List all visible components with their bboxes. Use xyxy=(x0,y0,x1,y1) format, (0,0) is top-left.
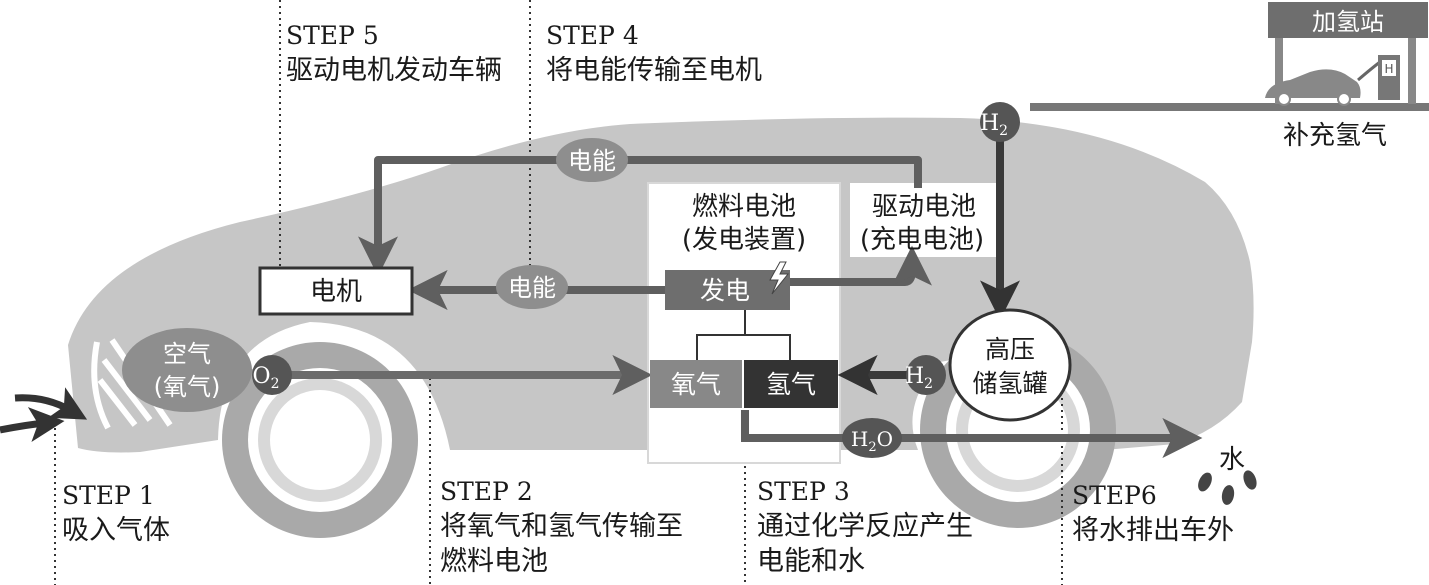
step4-number: STEP 4 xyxy=(546,21,639,50)
step3-label: STEP 3 通过化学反应产生 电能和水 xyxy=(757,476,973,579)
step3-number: STEP 3 xyxy=(757,477,850,506)
step1-number: STEP 1 xyxy=(62,481,155,510)
water-drops-icon xyxy=(1198,470,1257,505)
h2-circle-tank-label: H2 xyxy=(905,364,933,392)
step4-label: STEP 4 将电能传输至电机 xyxy=(546,20,762,88)
h2-circle-refill-label: H2 xyxy=(980,111,1008,139)
oxygen-label: 氧气 xyxy=(671,370,721,399)
step3-desc-line1: 通过化学反应产生 xyxy=(757,510,973,542)
generate-label: 发电 xyxy=(700,276,750,305)
step6-number: STEP6 xyxy=(1072,481,1157,510)
hydrogen-tank xyxy=(948,308,1072,422)
battery-title: 驱动电池 xyxy=(872,192,976,222)
step2-desc-line2: 燃料电池 xyxy=(440,545,548,577)
pipe-water-out xyxy=(741,410,1203,458)
battery-panel xyxy=(850,183,1000,257)
o2-circle xyxy=(252,355,292,395)
lightning-icon xyxy=(769,261,790,295)
h2-circle-tank xyxy=(906,355,946,395)
water-label: 水 xyxy=(1219,445,1245,475)
energy-oval-mid-label: 电能 xyxy=(508,274,556,302)
step2-label: STEP 2 将氧气和氢气传输至 燃料电池 xyxy=(440,476,683,579)
energy-oval-mid xyxy=(496,265,568,309)
energy-oval-top-label: 电能 xyxy=(568,147,616,175)
air-label-line2: (氧气) xyxy=(154,373,221,401)
energy-oval-top xyxy=(556,138,628,182)
tank-label-line1: 高压 xyxy=(985,335,1035,364)
pipe-to-battery xyxy=(790,245,932,286)
fuel-cell-subtitle: (发电装置) xyxy=(682,225,806,255)
step3-desc-line2: 电能和水 xyxy=(757,545,865,577)
fuel-cell-title: 燃料电池 xyxy=(692,192,796,222)
step5-number: STEP 5 xyxy=(286,21,379,50)
step5-label: STEP 5 驱动电机发动车辆 xyxy=(286,20,502,88)
motor-label: 电机 xyxy=(310,277,362,307)
air-intake-arrow-1 xyxy=(0,407,65,442)
tank-label-line2: 储氢罐 xyxy=(972,369,1047,398)
battery-subtitle: (充电电池) xyxy=(860,225,984,255)
air-intake-arrow-2 xyxy=(14,387,88,420)
h2o-oval-label: H2O xyxy=(851,427,893,455)
step6-desc: 将水排出车外 xyxy=(1072,514,1234,546)
step2-desc-line1: 将氧气和氢气传输至 xyxy=(440,510,683,542)
step-pointer-lines xyxy=(54,0,1063,585)
step2-number: STEP 2 xyxy=(440,477,533,506)
air-label-line1: 空气 xyxy=(163,340,211,368)
hydrogen-station-icon: H xyxy=(1030,2,1429,111)
hydrogen-box xyxy=(744,360,838,408)
pipe-energy-top xyxy=(358,156,922,277)
step5-desc: 驱动电机发动车辆 xyxy=(286,54,502,86)
air-oval xyxy=(122,328,252,412)
svg-text:H: H xyxy=(1384,62,1393,76)
step1-desc: 吸入气体 xyxy=(62,514,170,546)
station-caption: 补充氢气 xyxy=(1283,121,1387,151)
hydrogen-label: 氢气 xyxy=(766,370,816,399)
motor-box xyxy=(258,266,414,316)
generate-box xyxy=(665,270,790,310)
o2-circle-label: O2 xyxy=(253,364,280,392)
step1-label: STEP 1 吸入气体 xyxy=(62,480,170,548)
front-wheel xyxy=(222,342,418,538)
step6-label: STEP6 将水排出车外 xyxy=(1072,480,1234,548)
station-label: 加氢站 xyxy=(1312,8,1384,36)
h2-circle-refill xyxy=(980,102,1020,142)
h2o-oval xyxy=(842,418,902,458)
fuel-cell-connector xyxy=(696,310,791,360)
step4-desc: 将电能传输至电机 xyxy=(546,54,762,86)
oxygen-box xyxy=(650,360,742,408)
